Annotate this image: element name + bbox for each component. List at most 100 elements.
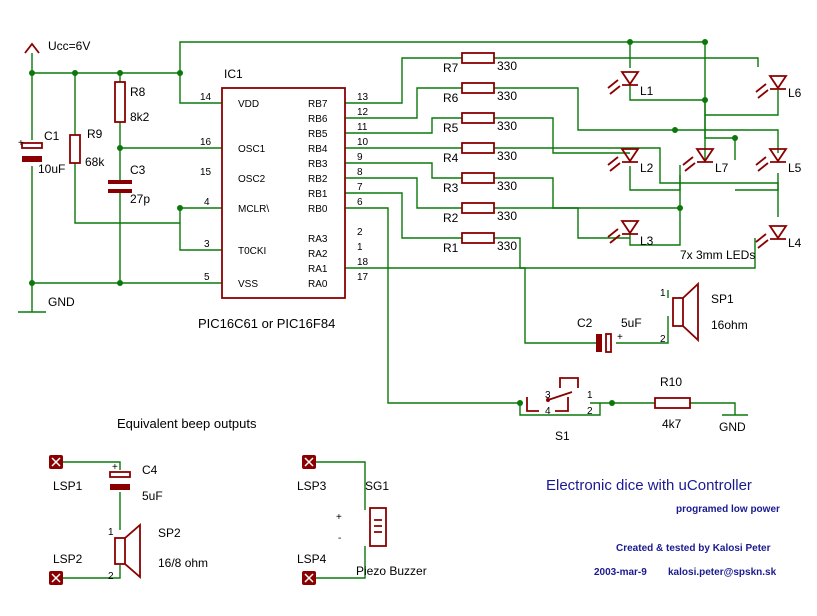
led-name: L7 bbox=[715, 161, 729, 175]
junction bbox=[29, 70, 35, 76]
junction bbox=[177, 70, 183, 76]
lsp-label: LSP4 bbox=[297, 552, 327, 566]
pin-name: OSC2 bbox=[238, 174, 266, 185]
resistor-name: R6 bbox=[443, 91, 459, 105]
r10-resistor: R10 4k7 GND bbox=[654, 375, 746, 434]
pin-name: RB1 bbox=[308, 189, 328, 200]
pin-name: RB6 bbox=[308, 114, 328, 125]
lsp-label: LSP2 bbox=[53, 552, 83, 566]
lsp2-connector: LSP2 bbox=[49, 552, 83, 585]
supply-section: Ucc=6V GND + C1 10uF R9 68k R8 8k2 C3 27… bbox=[18, 39, 150, 309]
pin-number: 16 bbox=[200, 137, 212, 148]
led-l6: L6 bbox=[755, 75, 802, 100]
r10-gnd: GND bbox=[719, 420, 746, 434]
junction bbox=[672, 127, 678, 133]
led-name: L5 bbox=[788, 161, 802, 175]
pin-number: 18 bbox=[357, 257, 369, 268]
r10-value: 4k7 bbox=[662, 417, 682, 431]
pin-name: MCLR\ bbox=[238, 204, 269, 215]
pin-name: RB4 bbox=[308, 144, 328, 155]
resistor-name: R5 bbox=[443, 121, 459, 135]
pin-number: 11 bbox=[357, 122, 368, 133]
led-name: L3 bbox=[640, 234, 654, 248]
lsp1-connector: LSP1 bbox=[49, 455, 83, 493]
pin-name: RA1 bbox=[308, 264, 328, 275]
c1-value: 10uF bbox=[38, 162, 65, 176]
junction bbox=[29, 280, 35, 286]
s1-name: S1 bbox=[555, 429, 570, 443]
pin-number: 6 bbox=[357, 197, 363, 208]
sg1-name: SG1 bbox=[365, 479, 389, 493]
pin-number: 4 bbox=[204, 197, 210, 208]
resistor-r5 bbox=[461, 112, 495, 124]
resistor-value: 330 bbox=[497, 59, 517, 73]
sp2-value: 16/8 ohm bbox=[158, 556, 208, 570]
junction bbox=[117, 70, 123, 76]
c4-name: C4 bbox=[142, 463, 158, 477]
footer-subtitle: programed low power bbox=[676, 504, 780, 515]
sp2-speaker: 1 2 SP2 16/8 ohm bbox=[108, 523, 208, 582]
pin-name: RB2 bbox=[308, 174, 328, 185]
pin-number: 1 bbox=[357, 242, 363, 253]
led-l1: L1 bbox=[607, 71, 654, 98]
pin-name: RB5 bbox=[308, 129, 328, 140]
resistor-value: 330 bbox=[497, 239, 517, 253]
pin-number: 1 bbox=[660, 288, 666, 299]
pin-name: RA0 bbox=[308, 279, 328, 290]
pin-number: 1 bbox=[587, 390, 593, 401]
vcc-arrow-icon bbox=[24, 42, 40, 54]
led-name: L4 bbox=[788, 236, 802, 250]
footer-credit: Created & tested by Kalosi Peter bbox=[616, 543, 771, 554]
pin-name: RB3 bbox=[308, 159, 328, 170]
footer: Electronic dice with uController program… bbox=[546, 477, 780, 578]
sp2-name: SP2 bbox=[158, 526, 181, 540]
junction bbox=[627, 39, 633, 45]
svg-text:+: + bbox=[112, 462, 118, 473]
pin-name: VSS bbox=[238, 279, 258, 290]
pin-number: 4 bbox=[545, 406, 551, 417]
led-name: L6 bbox=[788, 86, 802, 100]
c2-name: C2 bbox=[577, 316, 593, 330]
lsp3-connector: LSP3 bbox=[297, 455, 327, 493]
c1-name: C1 bbox=[44, 129, 60, 143]
s1-switch: 3 4 1 2 S1 bbox=[519, 377, 601, 443]
junction bbox=[702, 97, 708, 103]
lsp-label: LSP1 bbox=[53, 479, 83, 493]
resistor-value: 330 bbox=[497, 179, 517, 193]
resistor-bank: R7 330 R6 330 R5 330 R4 330 R3 330 R2 33… bbox=[443, 52, 517, 255]
sp1-speaker: 1 2 SP1 16ohm bbox=[660, 281, 748, 345]
c3-capacitor: C3 27p bbox=[108, 163, 150, 206]
pin-name: T0CKI bbox=[238, 246, 266, 257]
led-name: L2 bbox=[640, 161, 654, 175]
resistor-name: R7 bbox=[443, 61, 459, 75]
r8-resistor: R8 8k2 bbox=[114, 81, 150, 124]
led-l7: L7 bbox=[682, 148, 729, 175]
footer-title: Electronic dice with uController bbox=[546, 477, 752, 494]
pin-number: 12 bbox=[357, 107, 369, 118]
footer-date: 2003-mar-9 bbox=[594, 567, 647, 578]
pin-number: 10 bbox=[357, 137, 369, 148]
led-l5: L5 bbox=[755, 148, 802, 175]
r9-name: R9 bbox=[87, 127, 103, 141]
supply-label: Ucc=6V bbox=[48, 39, 90, 53]
resistor-r6 bbox=[461, 82, 495, 94]
ic1-part: PIC16C61 or PIC16F84 bbox=[198, 316, 335, 331]
resistor-value: 330 bbox=[497, 119, 517, 133]
led-bank: L1 L2 L3 L7 L6 L5 bbox=[607, 71, 802, 262]
ic1-body bbox=[221, 87, 346, 299]
c1-capacitor: + C1 10uF bbox=[18, 129, 65, 176]
sg1-minus: - bbox=[338, 533, 341, 544]
junction bbox=[72, 70, 78, 76]
junction bbox=[117, 145, 123, 151]
r10-name: R10 bbox=[660, 375, 682, 389]
junction bbox=[732, 135, 738, 141]
pin-name: RA3 bbox=[308, 234, 328, 245]
footer-email: kalosi.peter@spskn.sk bbox=[668, 567, 777, 578]
sp1-value: 16ohm bbox=[711, 318, 748, 332]
led-l4: L4 bbox=[755, 225, 802, 250]
resistor-r4 bbox=[461, 142, 495, 154]
lsp-label: LSP3 bbox=[297, 479, 327, 493]
pin-name: VDD bbox=[238, 99, 259, 110]
resistor-r1 bbox=[461, 232, 495, 244]
